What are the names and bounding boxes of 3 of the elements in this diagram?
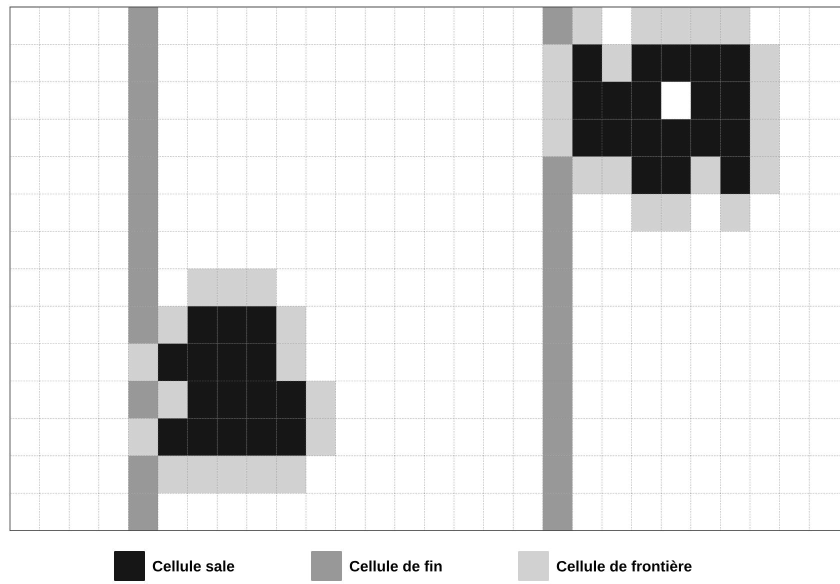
legend-label: Cellule sale bbox=[152, 560, 234, 572]
legend-label: Cellule de frontière bbox=[556, 560, 692, 572]
legend-label: Cellule de fin bbox=[350, 560, 442, 572]
